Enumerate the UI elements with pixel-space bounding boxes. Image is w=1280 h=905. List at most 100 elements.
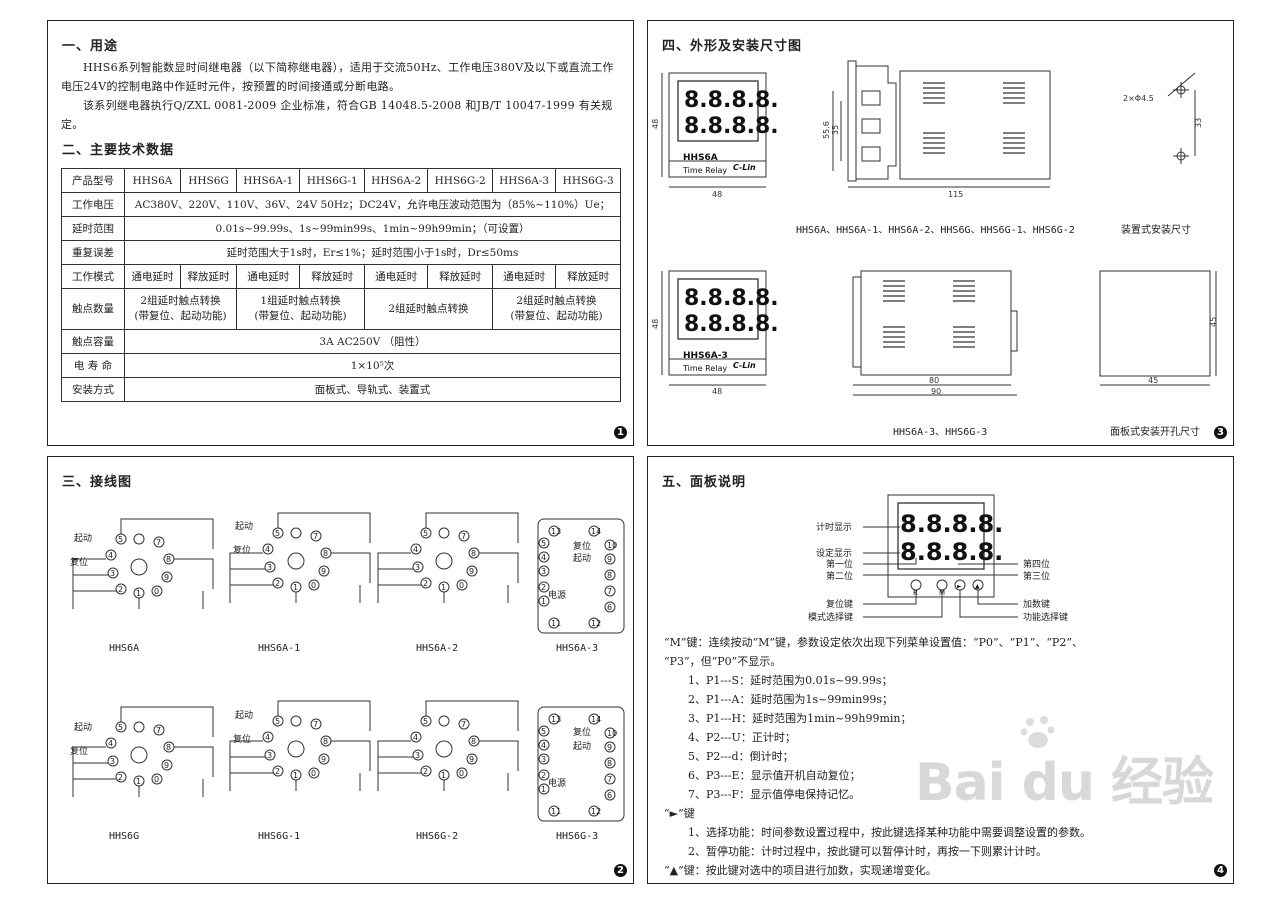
power-label: 电源 — [548, 589, 566, 601]
terminal-number: 9 — [164, 573, 169, 582]
terminal-number: 9 — [469, 755, 474, 764]
subtitle-label: Time Relay — [682, 364, 727, 373]
text-line: 2、暂停功能：计时过程中，按此键可以暂停计时，再按一下则累计计时。 — [688, 845, 1047, 858]
terminal — [538, 725, 550, 737]
section-title-wiring: 三、接线图 — [62, 475, 133, 490]
model-cell: HHS6A-3 — [491, 168, 557, 193]
terminal — [264, 749, 276, 761]
page-number: 1 — [614, 426, 627, 439]
terminal — [538, 753, 550, 765]
reset-label: 复位 — [70, 556, 88, 568]
wiring-label: HHS6A — [109, 643, 140, 654]
dim-label: 35 — [831, 125, 840, 135]
terminal — [538, 551, 550, 563]
terminal — [538, 769, 550, 781]
terminal — [161, 759, 173, 771]
model-cell: HHS6A — [124, 168, 181, 193]
section-title-usage: 一、用途 — [62, 39, 119, 54]
reset-label: 复位 — [573, 726, 591, 738]
terminal-number: 11 — [551, 619, 561, 628]
terminal-number: 0 — [154, 775, 159, 784]
model-cell: HHS6G-3 — [555, 168, 621, 193]
terminal-number: 7 — [461, 720, 466, 729]
caption-cutout: 面板式安装开孔尺寸 — [1110, 427, 1200, 438]
terminal — [412, 561, 424, 573]
page-number: 3 — [1214, 426, 1227, 439]
callout-label: 加数键 — [1023, 598, 1050, 610]
terminal-number: 8 — [323, 737, 328, 746]
terminal — [161, 571, 173, 583]
usage-paragraph: HHS6系列智能数显时间继电器（以下简称继电器），适用于交流50Hz、工作电压3… — [61, 61, 614, 93]
model-cell: HHS6A-1 — [236, 168, 301, 193]
terminal-number: 8 — [471, 737, 476, 746]
panel-dimensions: 四、外形及安装尺寸图 — [647, 20, 1234, 446]
terminal — [290, 527, 302, 539]
key-label-m: M — [939, 589, 945, 597]
terminal — [412, 749, 424, 761]
relay-base — [537, 706, 625, 822]
table-row: 产品型号 HHS6A HHS6G HHS6A-1 HHS6G-1 HHS6A-2… — [61, 168, 621, 193]
mode-cell: 释放延时 — [555, 264, 621, 289]
front-panel-diagram: 8.8.8.8. 8.8.8.8. R M ► ▲ 计时显示 设定显示 第一位 … — [808, 494, 1068, 623]
terminal — [272, 577, 284, 589]
terminal — [604, 757, 616, 769]
section-title-dimensions: 四、外形及安装尺寸图 — [662, 39, 803, 54]
dim-label: 115 — [948, 190, 963, 199]
terminal — [466, 753, 478, 765]
terminal-number: 9 — [607, 743, 612, 752]
start-label: 起动 — [573, 553, 591, 564]
terminal-number: 5 — [541, 727, 546, 736]
terminal — [410, 543, 422, 555]
wire — [277, 512, 371, 583]
display-digits: 8.8.8.8. — [684, 286, 779, 311]
wire — [120, 518, 214, 589]
terminal-number: 1 — [441, 583, 446, 592]
text-line: 5、P2---d：倒计时； — [688, 750, 794, 763]
terminal-number: 4 — [108, 739, 113, 748]
terminal-number: 7 — [313, 532, 318, 541]
terminal-number: 0 — [459, 769, 464, 778]
terminal — [310, 718, 322, 730]
section-title-specs: 二、主要技术数据 — [62, 143, 175, 158]
error-cell: 延时范围大于1s时，Er≤1%；延时范围小于1s时，Dr≤50ms — [124, 240, 621, 265]
terminal — [151, 773, 163, 785]
mode-cell: 释放延时 — [299, 264, 365, 289]
terminal-number: 2 — [118, 585, 123, 594]
table-row: 重复误差 延时范围大于1s时，Er≤1%；延时范围小于1s时，Dr≤50ms — [61, 240, 621, 265]
terminal-number: 1 — [441, 771, 446, 780]
terminal — [604, 773, 616, 785]
terminal — [458, 718, 470, 730]
terminal — [604, 601, 616, 613]
model-cell: HHS6A-2 — [363, 168, 429, 193]
dim-label: 90 — [931, 387, 941, 396]
relay-socket — [130, 558, 148, 576]
callout-label: 功能选择键 — [1023, 611, 1068, 623]
key-label-r: R — [913, 589, 918, 597]
terminal — [604, 539, 616, 551]
terminal-number: 8 — [166, 555, 171, 564]
terminal-number: 1 — [541, 785, 546, 794]
wiring-label: HHS6G-3 — [556, 831, 599, 842]
terminal — [588, 805, 600, 817]
reset-label: 复位 — [70, 745, 88, 757]
terminal — [153, 724, 165, 736]
terminal — [604, 727, 616, 739]
wire — [425, 512, 519, 583]
terminal — [107, 755, 119, 767]
terminal — [548, 617, 560, 629]
mode-cell: 释放延时 — [179, 264, 238, 289]
wire — [295, 585, 361, 603]
terminal-number: 3 — [267, 563, 272, 572]
terminal — [318, 565, 330, 577]
table-row: 安装方式 面板式、导轨式、装置式 — [61, 377, 621, 402]
text-line: “M”键：连续按动“M”键，参数设定依次出现下列菜单设置值：“P0”、“P1”、… — [664, 636, 1083, 649]
terminal-number: 13 — [551, 715, 561, 724]
terminal-number: 1 — [541, 597, 546, 606]
model-cell: HHS6G-1 — [299, 168, 365, 193]
table-row: 工作电压 AC380V、220V、110V、36V、24V 50Hz；DC24V… — [61, 192, 621, 217]
terminal-number: 7 — [607, 775, 612, 784]
terminal-number: 4 — [413, 545, 418, 554]
display-digits: 8.8.8.8. — [900, 538, 1003, 566]
